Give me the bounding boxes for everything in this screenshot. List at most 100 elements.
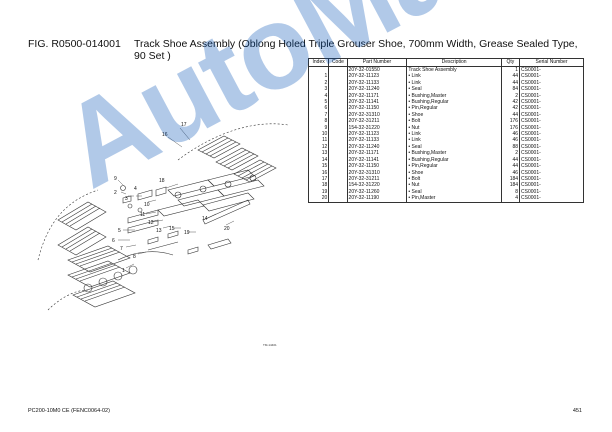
- row-code: [328, 73, 348, 80]
- row-serial-number: CS0001-: [519, 150, 584, 157]
- row-serial-number: CS0001-: [519, 143, 584, 151]
- row-code: [328, 86, 348, 93]
- callout-17: 17: [181, 122, 187, 128]
- row-serial-number: CS0001-: [519, 73, 584, 80]
- callout-13: 13: [156, 228, 162, 234]
- callout-9: 9: [114, 176, 117, 182]
- model-footer: PC200-10M0 CE (FENC0064-02): [28, 408, 110, 414]
- row-code: [328, 195, 348, 203]
- parts-table-header: Index Code Part Number Description Qty S…: [307, 58, 584, 67]
- row-qty: 184: [500, 175, 521, 183]
- row-serial-number: CS0001-: [519, 156, 584, 164]
- row-code: [328, 111, 348, 119]
- row-serial-number: CS0001-: [519, 169, 584, 176]
- row-code: [328, 118, 348, 125]
- row-index: 20: [307, 195, 330, 203]
- row-serial-number: CS0001-: [519, 92, 584, 100]
- figure-title: Track Shoe Assembly (Oblong Holed Triple…: [134, 38, 578, 62]
- row-code: [328, 99, 348, 106]
- row-qty: 2: [500, 150, 521, 157]
- row-code: [328, 188, 348, 196]
- col-part-number: Part Number: [346, 58, 408, 67]
- callout-2: 2: [114, 190, 117, 196]
- row-serial-number: CS0001-: [519, 195, 584, 203]
- callout-12: 12: [148, 220, 154, 226]
- row-code: [328, 143, 348, 151]
- row-qty: 46: [500, 131, 521, 138]
- row-code: [328, 105, 348, 112]
- row-part-number: 20Y-32-11190: [346, 195, 408, 203]
- row-description: Track Shoe Assembly: [406, 66, 502, 74]
- row-part-number: 20Y-32-01550: [346, 66, 408, 74]
- row-qty: 44: [500, 111, 521, 119]
- bolts-lower: [147, 230, 232, 255]
- callout-16: 16: [162, 132, 168, 138]
- left-track-shoes: [37, 189, 107, 261]
- callout-3: 3: [125, 196, 128, 202]
- row-qty: 44: [500, 73, 521, 80]
- row-serial-number: CS0001-: [519, 105, 584, 112]
- callout-19: 19: [184, 230, 190, 236]
- row-serial-number: CS0001-: [519, 163, 584, 170]
- row-code: [328, 150, 348, 157]
- row-code: [328, 156, 348, 164]
- row-code: [328, 66, 348, 74]
- row-serial-number: CS0001-: [519, 66, 584, 74]
- row-code: [328, 92, 348, 100]
- callout-5: 5: [118, 228, 121, 234]
- callout-10: 10: [144, 202, 150, 208]
- row-qty: 46: [500, 169, 521, 176]
- callout-18: 18: [159, 178, 165, 184]
- row-qty: 88: [500, 143, 521, 151]
- row-code: [328, 131, 348, 138]
- col-serial-number: Serial Number: [519, 58, 584, 67]
- row-serial-number: CS0001-: [519, 182, 584, 189]
- row-qty: 44: [500, 79, 521, 87]
- row-qty: 4: [500, 195, 521, 203]
- row-code: [328, 169, 348, 176]
- row-qty: 8: [500, 188, 521, 196]
- page-number: 451: [572, 408, 582, 414]
- row-serial-number: CS0001-: [519, 111, 584, 119]
- leader-lines: [117, 127, 235, 269]
- row-serial-number: CS0001-: [519, 79, 584, 87]
- row-code: [328, 137, 348, 144]
- row-code: [328, 175, 348, 183]
- parts-table: Index Code Part Number Description Qty S…: [307, 58, 584, 203]
- col-qty: Qty: [500, 58, 521, 67]
- figure-code: TM-14401: [263, 343, 277, 347]
- assembled-chain: [47, 245, 174, 311]
- row-qty: 44: [500, 163, 521, 170]
- row-serial-number: CS0001-: [519, 188, 584, 196]
- exploded-diagram: 17 16 9 2 3 4 18 10 11 12 13 5 6 7 8 14 …: [28, 110, 290, 340]
- row-index: [307, 66, 330, 74]
- callout-14: 14: [202, 216, 208, 222]
- row-serial-number: CS0001-: [519, 137, 584, 144]
- callout-1: 1: [122, 268, 125, 274]
- row-qty: 42: [500, 99, 521, 106]
- chain-links-upper: [157, 169, 265, 217]
- row-qty: 46: [500, 137, 521, 144]
- row-serial-number: CS0001-: [519, 175, 584, 183]
- row-code: [328, 182, 348, 189]
- row-description: • Pin,Master: [406, 195, 502, 203]
- row-qty: 1: [500, 66, 521, 74]
- col-code: Code: [328, 58, 348, 67]
- row-qty: 176: [500, 118, 521, 125]
